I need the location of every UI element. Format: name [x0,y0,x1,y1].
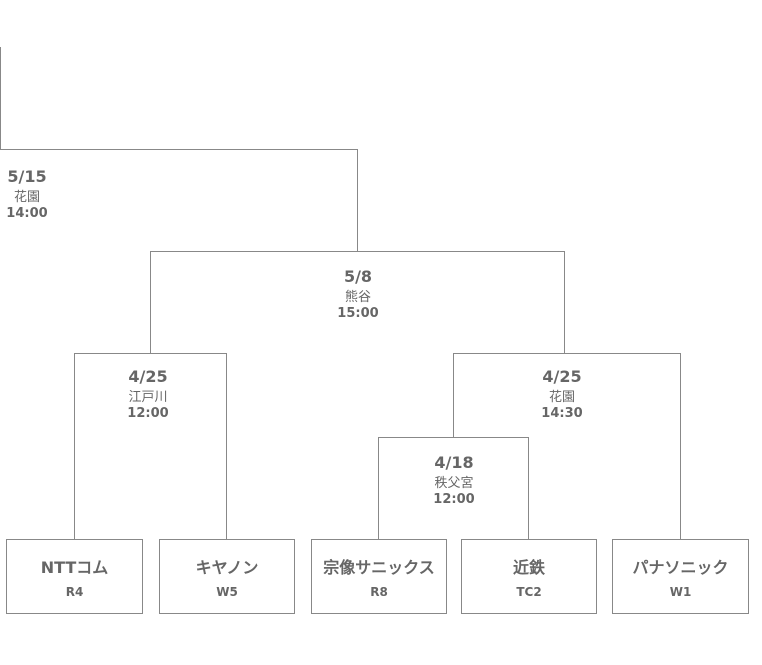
match-qf-right: 4/25 花園 14:30 [502,368,622,422]
team-box: キヤノン W5 [159,539,295,614]
match-venue: 秩父宮 [434,476,474,491]
team-seed: W1 [669,585,692,599]
bracket-line [528,437,529,540]
team-seed: R8 [370,585,388,599]
bracket-line [0,47,1,150]
team-name: キヤノン [195,558,259,577]
team-name: パナソニック [632,558,729,577]
match-r1: 4/18 秩父宮 12:00 [394,454,514,508]
match-venue: 花園 [548,390,575,405]
match-time: 12:00 [127,406,169,421]
team-box: NTTコム R4 [6,539,143,614]
match-final: 5/15 花園 14:00 [0,168,87,222]
match-qf-left: 4/25 江戸川 12:00 [88,368,208,422]
team-box: パナソニック W1 [612,539,749,614]
match-time: 14:30 [541,406,583,421]
bracket-line [150,251,564,252]
team-name: 近鉄 [512,558,545,577]
bracket-line [680,353,681,540]
match-venue: 熊谷 [344,290,371,305]
team-name: NTTコム [40,558,109,577]
bracket-line [0,149,357,150]
match-date: 4/25 [542,367,582,386]
match-time: 14:00 [6,206,48,221]
bracket-line [453,353,454,438]
match-date: 4/25 [128,367,168,386]
bracket-line [74,353,227,354]
match-venue: 江戸川 [128,390,168,405]
match-date: 5/15 [7,167,47,186]
match-date: 4/18 [434,453,474,472]
match-venue: 花園 [13,190,40,205]
bracket-line [378,437,379,540]
team-seed: R4 [65,585,84,599]
match-date: 5/8 [343,267,373,286]
team-seed: W5 [216,585,238,599]
match-time: 12:00 [433,492,475,507]
team-box: 宗像サニックス R8 [311,539,447,614]
bracket-line [357,149,358,251]
bracket-line [226,353,227,540]
team-box: 近鉄 TC2 [461,539,597,614]
bracket-line [453,353,681,354]
bracket-line [74,353,75,540]
match-time: 15:00 [337,306,379,321]
team-seed: TC2 [516,585,542,599]
bracket-line [564,251,565,354]
bracket-line [150,251,151,354]
match-semi: 5/8 熊谷 15:00 [298,268,418,322]
team-name: 宗像サニックス [323,558,435,577]
bracket-line [378,437,529,438]
